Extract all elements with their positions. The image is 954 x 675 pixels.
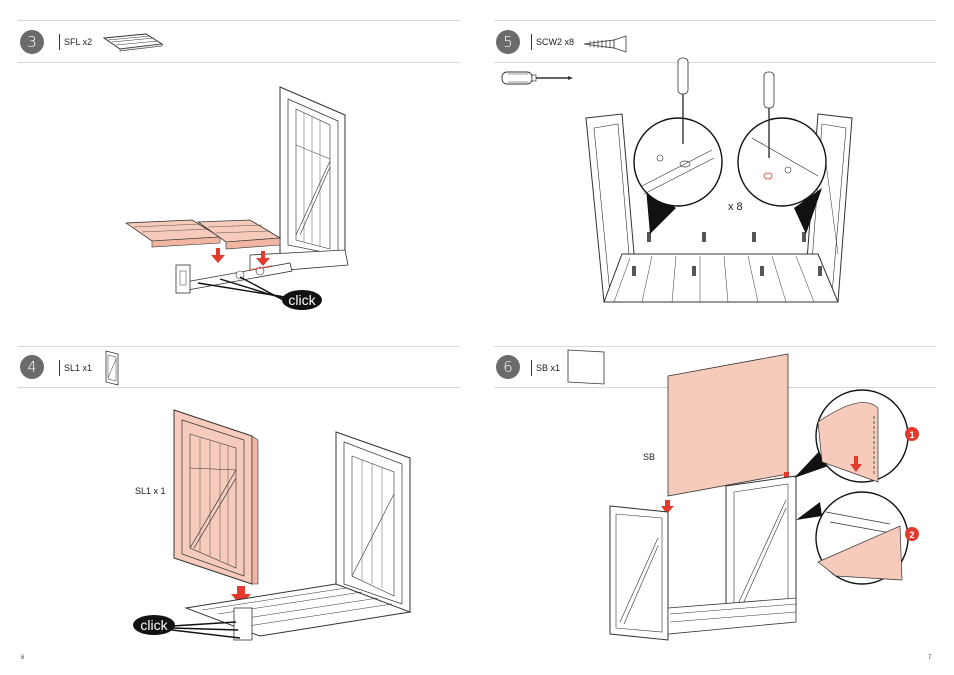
side-panel-icon: [105, 350, 119, 386]
page-number-left: 6: [21, 655, 25, 661]
step-6-panel-label: SB: [643, 452, 656, 462]
step-3-illustration: click: [124, 86, 349, 310]
back-panel-icon: [567, 349, 605, 385]
callout-2: 2: [909, 530, 914, 540]
step-6-illustration: 1 2: [609, 353, 919, 641]
step-4-number: 4: [20, 355, 44, 379]
rule-left-top: [18, 20, 460, 21]
step-5-screw-count: x 8: [728, 201, 743, 213]
step-4-illustration: click: [133, 409, 412, 641]
rule-right-step5: [494, 62, 936, 63]
page-number-right: 7: [928, 655, 932, 661]
back-panel-highlight: [667, 353, 789, 497]
rule-right-mid: [494, 346, 936, 347]
step-3-part-label: SFL x2: [59, 34, 92, 50]
step-3-click-label: click: [288, 292, 316, 308]
step-4-part-label: SL1 x1: [59, 360, 92, 376]
step-3-number: 3: [20, 30, 44, 54]
screw-icon: [583, 35, 627, 53]
rule-right-top: [494, 20, 936, 21]
rule-left-mid: [18, 346, 460, 347]
screwdriver-icon: [501, 71, 573, 85]
step-4-click-label: click: [140, 617, 168, 633]
step-4-panel-label: SL1 x 1: [135, 486, 166, 496]
step-5-part-label: SCW2 x8: [531, 34, 574, 50]
callout-1: 1: [909, 430, 914, 440]
step-6-part-label: SB x1: [531, 360, 560, 376]
step-6-number: 6: [496, 355, 520, 379]
rule-left-step4: [18, 387, 460, 388]
step-5-number: 5: [496, 30, 520, 54]
step-5-illustration: [585, 57, 853, 303]
floor-panel-icon: [102, 33, 164, 52]
rule-left-step3: [18, 62, 460, 63]
